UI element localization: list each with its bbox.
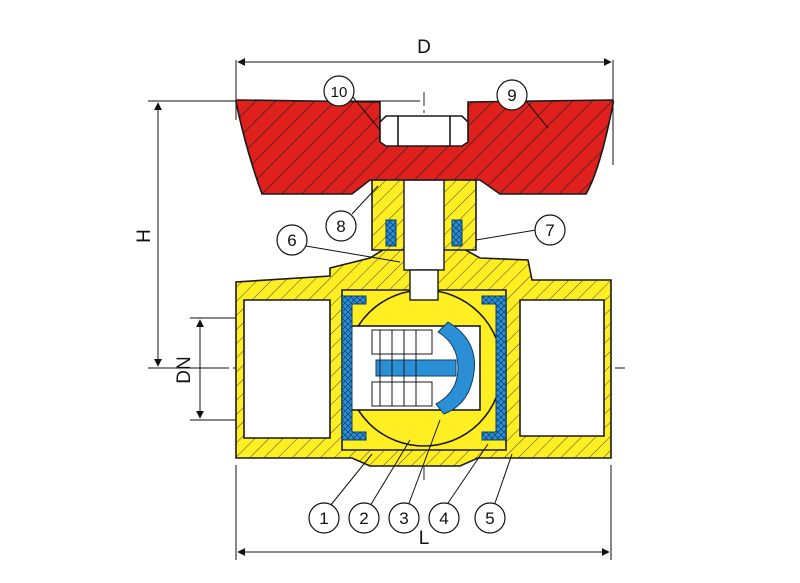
svg-text:4: 4 — [439, 509, 448, 528]
callout-6: 6 — [276, 224, 308, 256]
callout-8: 8 — [325, 210, 357, 242]
dimension-label-l: L — [419, 528, 430, 549]
internal-mechanism — [371, 329, 433, 407]
callout-3: 3 — [388, 502, 420, 534]
svg-text:7: 7 — [545, 221, 554, 240]
dimension-label-h: H — [134, 229, 155, 243]
svg-text:1: 1 — [319, 509, 328, 528]
callout-2: 2 — [348, 502, 380, 534]
svg-text:8: 8 — [336, 217, 345, 236]
svg-text:10: 10 — [331, 84, 348, 101]
callout-9: 9 — [496, 79, 528, 111]
callout-7: 7 — [534, 214, 566, 246]
dimension-lines — [148, 58, 614, 560]
svg-text:2: 2 — [359, 509, 368, 528]
callout-1: 1 — [308, 502, 340, 534]
svg-text:6: 6 — [287, 231, 296, 250]
dimension-label-dn: DN — [174, 356, 195, 383]
callout-5: 5 — [474, 502, 506, 534]
svg-text:5: 5 — [485, 509, 494, 528]
svg-text:3: 3 — [399, 509, 408, 528]
callout-10: 10 — [323, 75, 355, 107]
hex-nut — [379, 115, 469, 147]
callout-4: 4 — [428, 502, 460, 534]
dimension-label-d: D — [417, 37, 431, 58]
svg-text:9: 9 — [507, 86, 516, 105]
leader-lines — [305, 95, 549, 507]
butterfly-handle — [235, 99, 615, 195]
